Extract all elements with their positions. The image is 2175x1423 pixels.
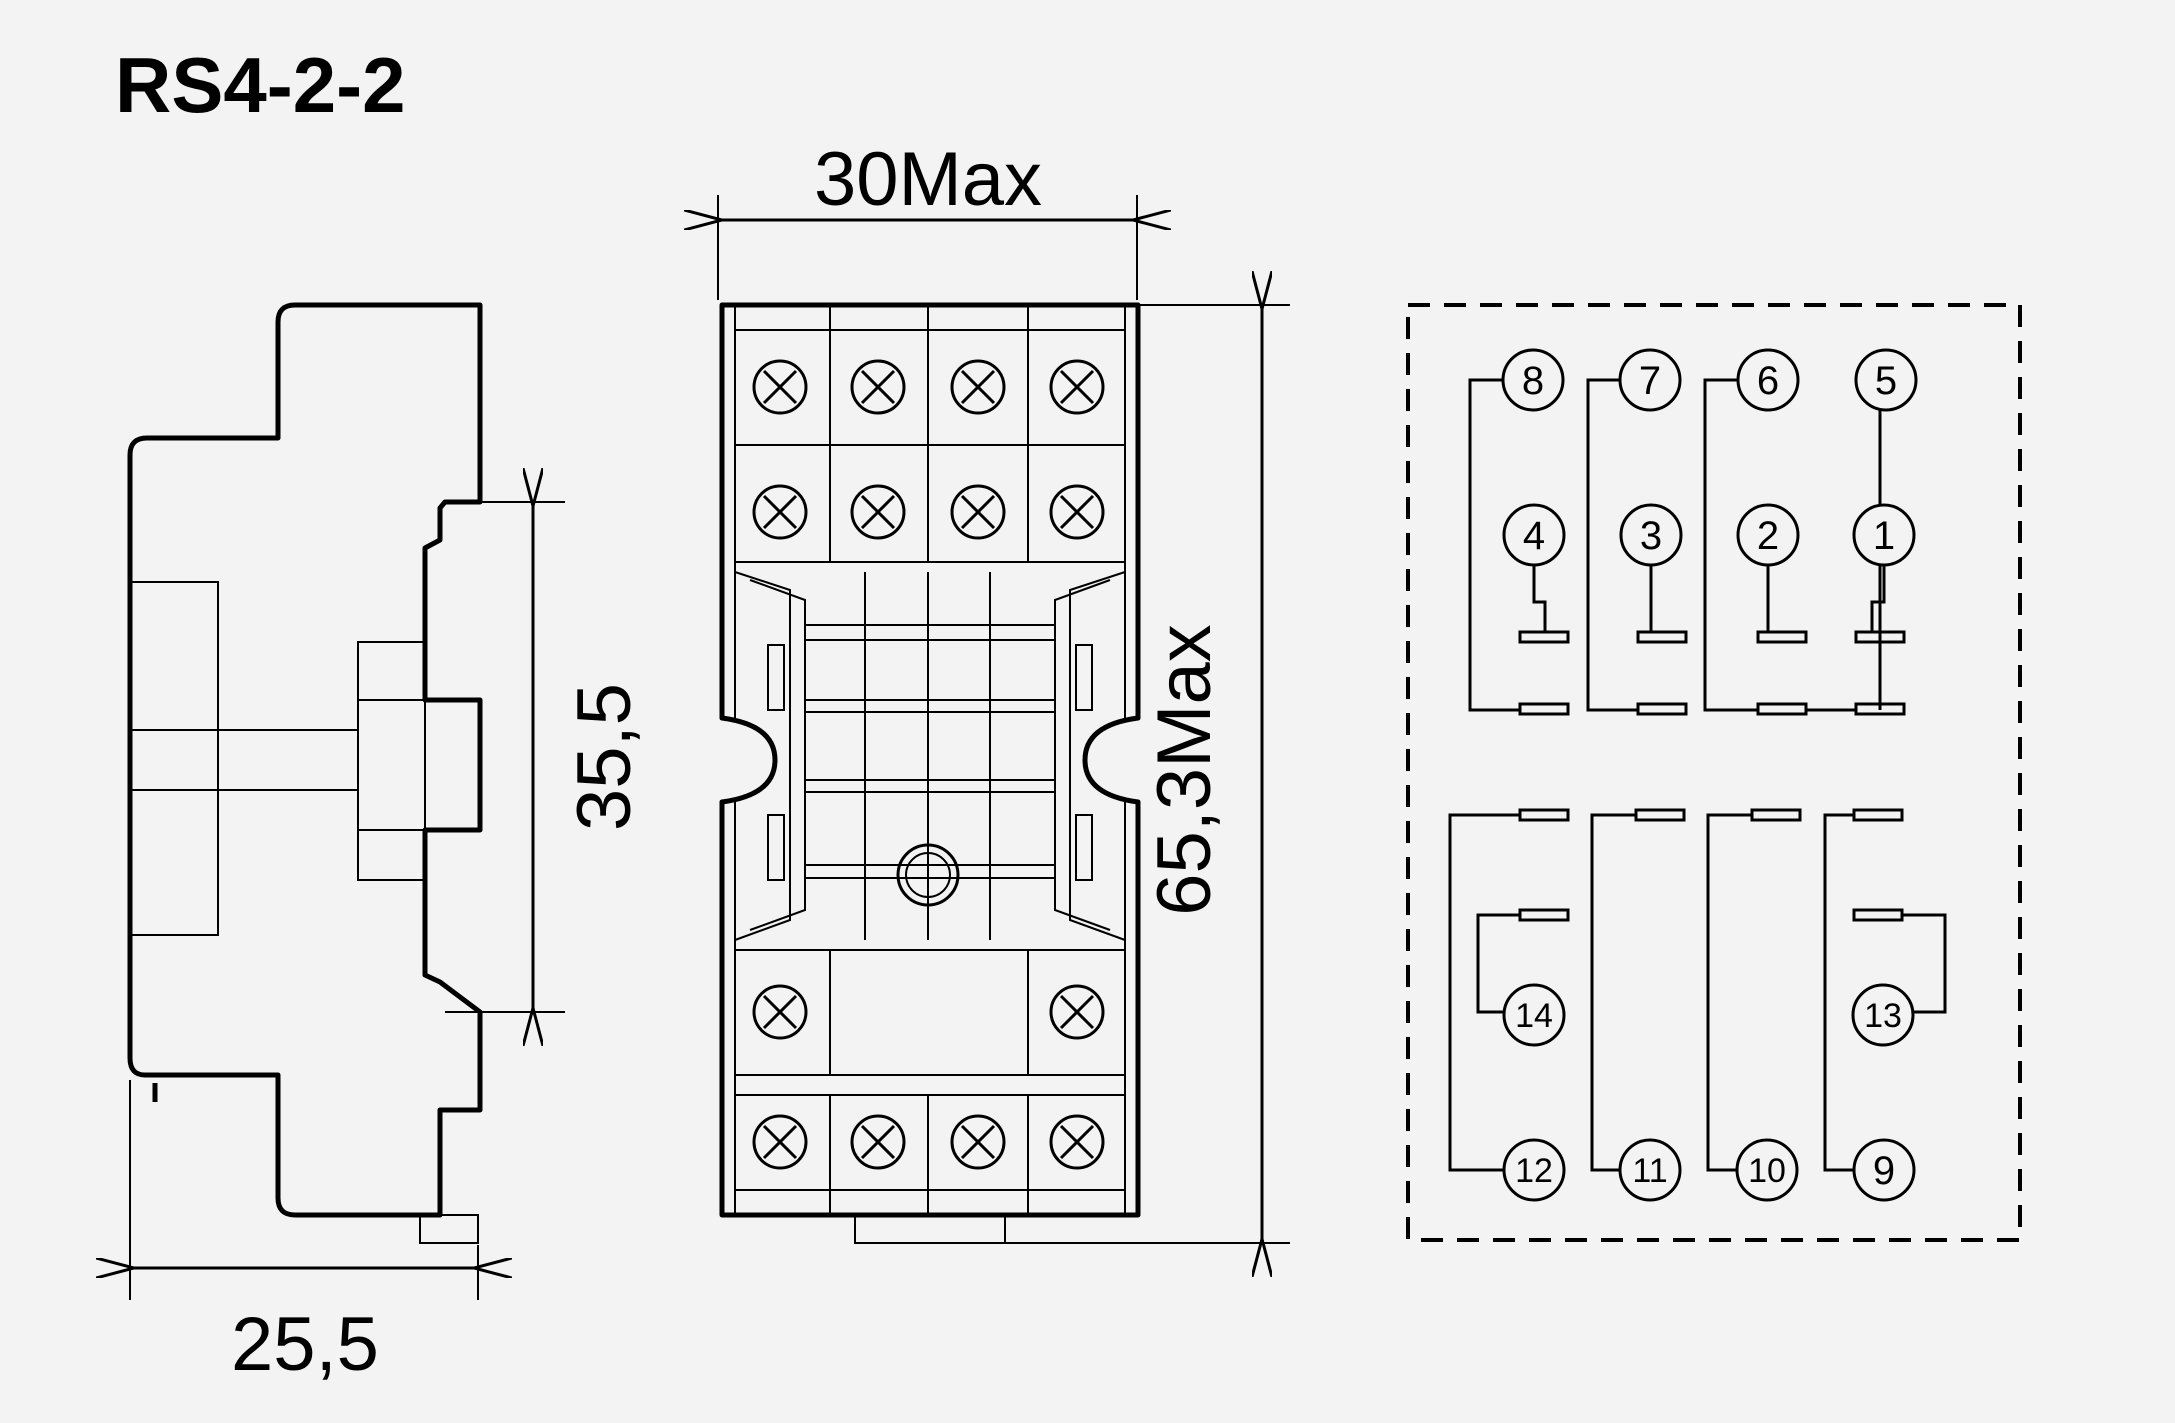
side-view-outline bbox=[127, 302, 483, 1218]
terminal-label: 6 bbox=[1757, 359, 1779, 403]
dim-height-front: 65,3Max bbox=[1142, 624, 1227, 916]
terminal-label: 10 bbox=[1748, 1152, 1786, 1190]
terminal-label: 13 bbox=[1864, 997, 1902, 1035]
terminal-label: 4 bbox=[1523, 514, 1545, 558]
terminal-label: 3 bbox=[1640, 514, 1662, 558]
terminal-label: 5 bbox=[1875, 359, 1897, 403]
wiring-frame bbox=[1406, 303, 2022, 1242]
product-title: RS4-2-2 bbox=[115, 41, 405, 129]
terminal-label: 11 bbox=[1632, 1152, 1667, 1190]
terminal-label: 12 bbox=[1515, 1152, 1553, 1190]
terminal-label: 2 bbox=[1757, 514, 1779, 558]
terminal-label: 9 bbox=[1873, 1149, 1895, 1193]
side-view: 25,5 35,5 bbox=[127, 302, 647, 1387]
terminal-label: 8 bbox=[1522, 359, 1544, 403]
wiring-diagram: 8 7 6 5 4 3 2 1 14 13 12 11 10 9 bbox=[1406, 303, 2022, 1242]
terminal-label: 7 bbox=[1639, 359, 1661, 403]
dim-width-front: 30Max bbox=[814, 137, 1042, 222]
terminal-label: 1 bbox=[1873, 514, 1895, 558]
dim-width-side: 25,5 bbox=[231, 1302, 379, 1387]
dim-rail-height: 35,5 bbox=[562, 683, 647, 831]
terminal-label: 14 bbox=[1515, 997, 1553, 1035]
front-view: 30Max 65,3Max bbox=[718, 137, 1290, 1243]
front-view-outline bbox=[719, 302, 1141, 1218]
